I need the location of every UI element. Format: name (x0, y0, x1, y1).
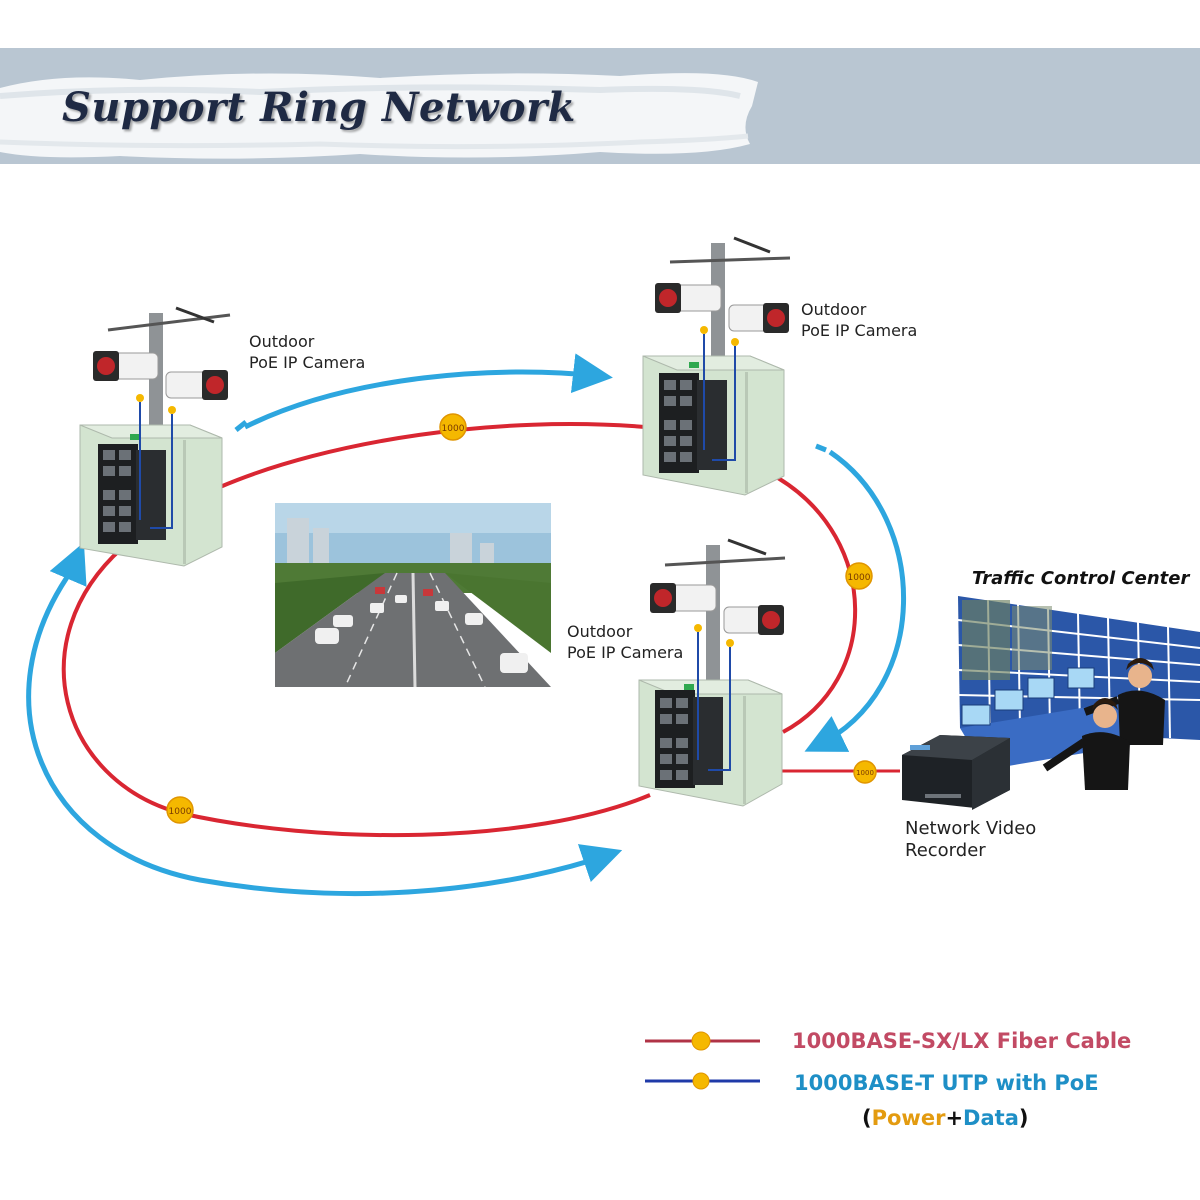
camera-site-top-right (642, 236, 791, 496)
link-badge-text: 1000 (442, 424, 465, 434)
nvr-label-line1: Network Video (905, 818, 1037, 839)
legend-close-paren: ) (1018, 1106, 1029, 1130)
camera-icon (93, 351, 159, 381)
legend-utp-symbol (645, 1072, 760, 1090)
link-badge: 1000 (845, 562, 873, 590)
network-video-recorder (902, 735, 1010, 810)
arrow-right (804, 449, 907, 752)
legend-fiber-symbol (645, 1031, 760, 1051)
legend-power: Power (871, 1106, 946, 1130)
link-badge-text: 1000 (848, 573, 871, 583)
nvr-label-line2: Recorder (905, 840, 986, 861)
arrow-bottom (26, 568, 623, 897)
legend-open-paren: ( (862, 1106, 872, 1130)
legend-data: Data (963, 1106, 1019, 1130)
utp-arrows (26, 353, 907, 897)
traffic-control-center (902, 596, 1200, 810)
link-badge: 1000 (439, 413, 467, 441)
camera-label-line1: Outdoor (567, 622, 633, 641)
brush-stroke (0, 73, 758, 159)
camera-label-left: Outdoor PoE IP Camera (249, 331, 365, 373)
pole (706, 545, 720, 680)
camera-site-left (79, 306, 231, 567)
nvr-label: Network Video Recorder (905, 818, 1036, 862)
link-badge: 1000 (166, 796, 194, 824)
legend-plus: + (945, 1106, 964, 1130)
camera-icon (650, 583, 717, 613)
camera-site-bottom-right (638, 538, 786, 807)
camera-label-line2: PoE IP Camera (801, 321, 918, 340)
camera-label-line1: Outdoor (801, 300, 867, 319)
traffic-control-center-label: Traffic Control Center (972, 568, 1190, 589)
camera-icon (723, 605, 784, 635)
camera-label-line1: Outdoor (249, 332, 315, 351)
link-badge-text: 1000 (856, 769, 874, 777)
link-badge-text: 1000 (169, 807, 192, 817)
link-badge: 1000 (853, 760, 877, 784)
camera-icon (655, 283, 722, 313)
camera-label-line2: PoE IP Camera (249, 353, 366, 372)
arrow-top (243, 353, 613, 430)
camera-label-top-right: Outdoor PoE IP Camera (801, 299, 917, 341)
highway-photo (275, 503, 551, 687)
camera-label-line2: PoE IP Camera (567, 643, 684, 662)
camera-icon (165, 370, 228, 400)
legend-power-data: (Power+Data) (862, 1106, 1028, 1130)
legend-fiber-label: 1000BASE-SX/LX Fiber Cable (792, 1029, 1132, 1053)
legend-utp-label: 1000BASE-T UTP with PoE (794, 1071, 1099, 1095)
page-title: Support Ring Network (62, 84, 576, 131)
camera-icon (728, 303, 789, 333)
camera-label-bottom-right: Outdoor PoE IP Camera (567, 621, 683, 663)
